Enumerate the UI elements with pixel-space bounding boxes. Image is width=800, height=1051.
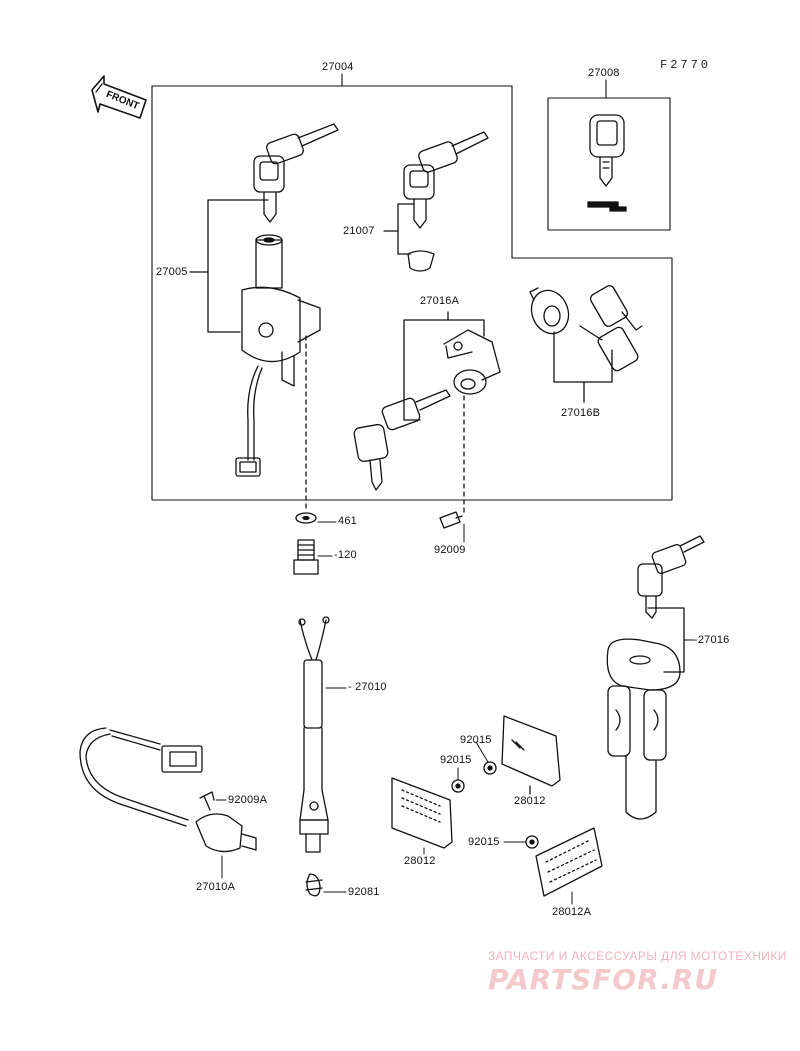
ignition-switch-27005: [189, 123, 339, 477]
assembly-frame-27004: [151, 85, 673, 501]
label-28012-left: 28012: [404, 855, 436, 867]
label-27005: 27005: [156, 266, 188, 278]
label-27010: - 27010: [348, 681, 387, 693]
key-27008-icon: [587, 114, 627, 212]
nut-92015-middle-icon: [451, 779, 465, 793]
reflector-28012A: [535, 827, 603, 897]
reflector-28012-left: [391, 777, 453, 849]
watermark-tagline: ЗАПЧАСТИ И АКСЕССУАРЫ ДЛЯ МОТОТЕХНИКИ: [488, 949, 787, 963]
label-92015-upper: 92015: [460, 734, 492, 746]
label-27004: 27004: [322, 61, 354, 73]
label-27010A: 27010A: [196, 881, 236, 893]
bolt-120-icon: [293, 539, 319, 575]
front-arrow-icon: FRONT: [91, 75, 147, 119]
lock-set-27016A: [353, 311, 501, 491]
switch-harness-27010: [298, 616, 330, 853]
watermark-brand: PARTSFOR.RU: [488, 963, 719, 996]
figure-code: F2770: [660, 58, 712, 72]
label-92015-middle: 92015: [440, 754, 472, 766]
label-120: -120: [334, 549, 357, 561]
label-27016B: 27016B: [561, 407, 601, 419]
key-set-21007: [383, 131, 489, 272]
clip-92081-icon: [305, 873, 323, 897]
label-21007: 21007: [343, 225, 375, 237]
lock-set-27016B: [529, 285, 643, 403]
nut-92015-lower-icon: [525, 835, 539, 849]
inset-box-27008: [547, 97, 671, 231]
label-92015-lower: 92015: [468, 836, 500, 848]
leader-lines: [215, 521, 695, 905]
label-461: 461: [338, 515, 357, 527]
label-27008: 27008: [588, 67, 620, 79]
label-28012-right: 28012: [514, 795, 546, 807]
side-switch-27010A: [79, 727, 257, 853]
nut-92015-upper-icon: [483, 761, 497, 775]
label-27016A: 27016A: [420, 295, 460, 307]
label-27016: -27016: [694, 634, 730, 646]
helmet-lock-27016: [606, 535, 705, 820]
washer-461-icon: [295, 335, 317, 524]
reflector-28012-right: [501, 715, 561, 795]
label-92009: 92009: [434, 544, 466, 556]
label-28012A: 28012A: [552, 906, 592, 918]
label-92081: 92081: [348, 886, 380, 898]
label-92009A: 92009A: [228, 794, 268, 806]
screw-92009-icon: [439, 395, 465, 529]
